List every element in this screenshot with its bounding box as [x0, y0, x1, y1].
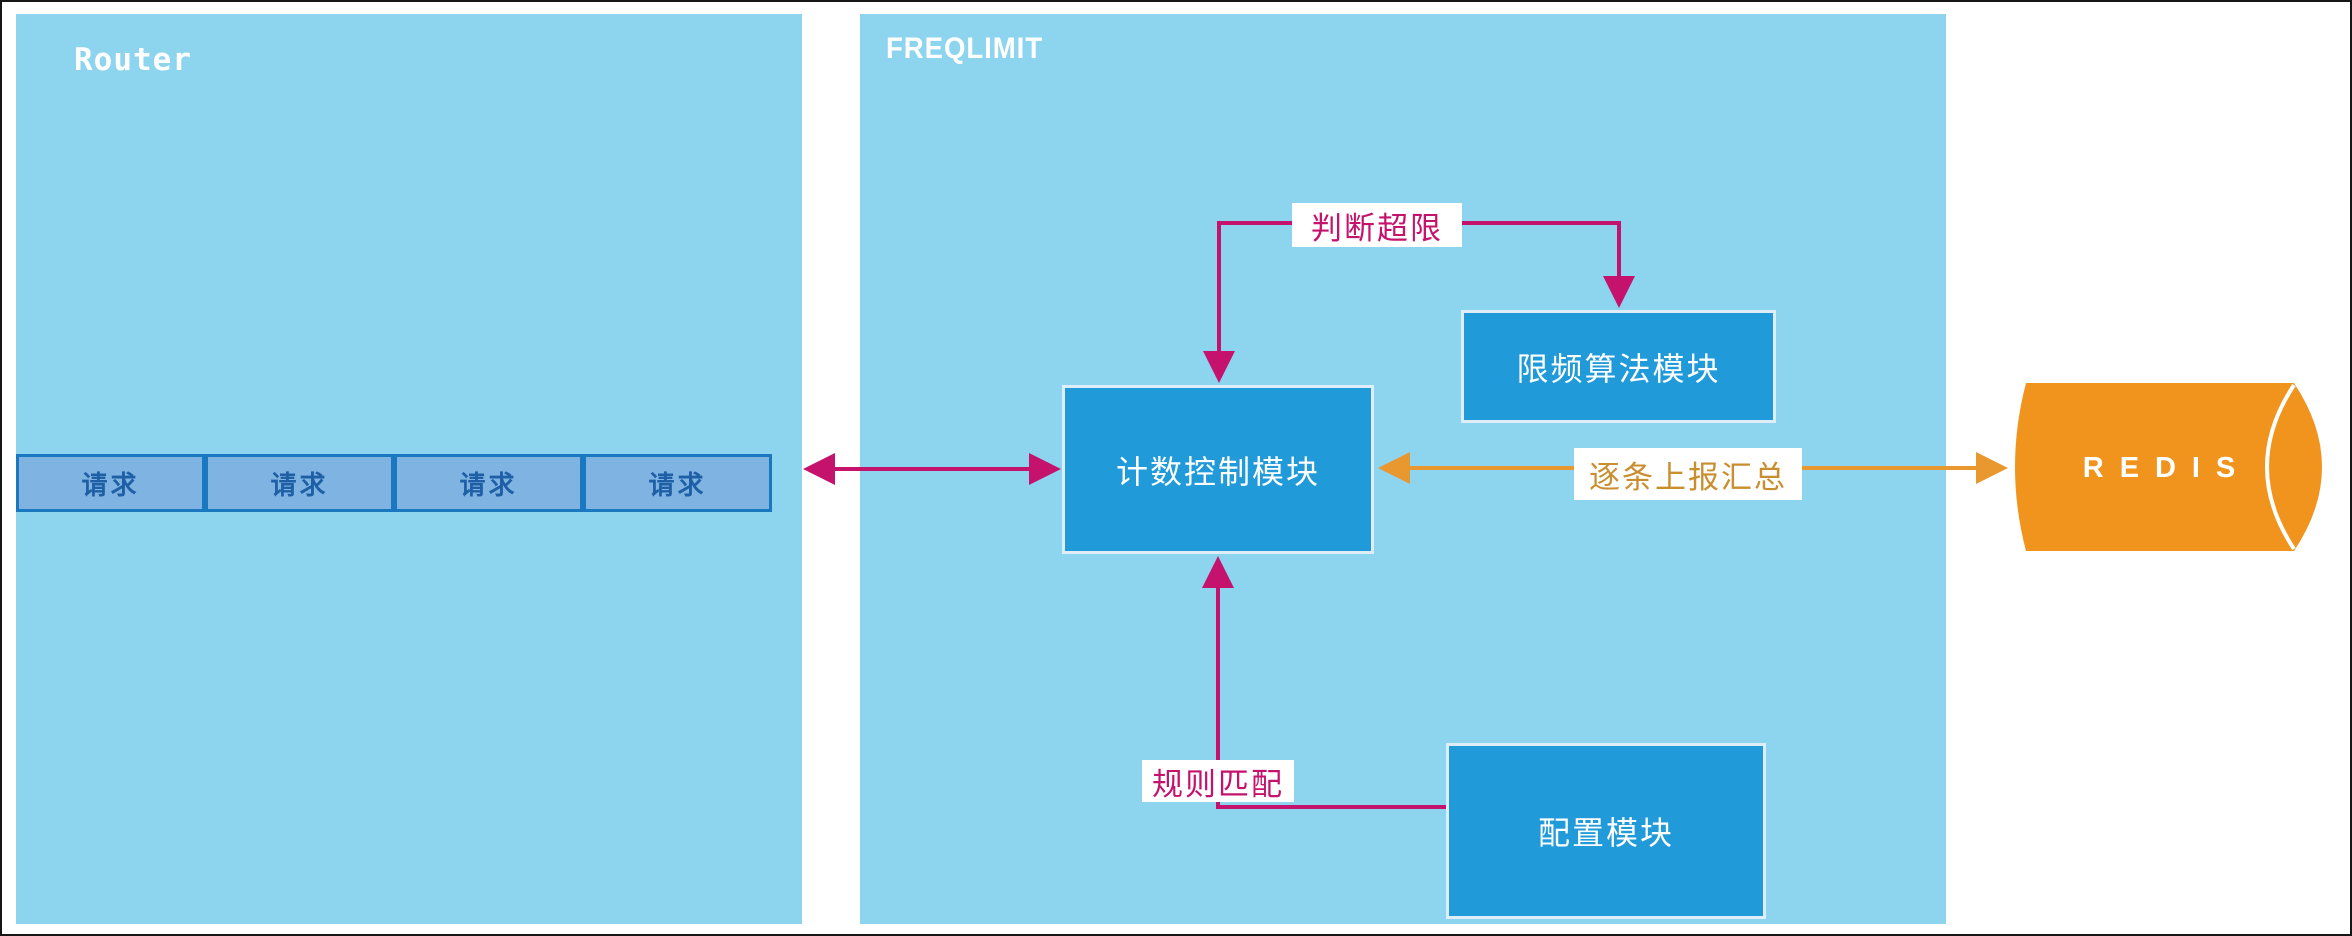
- request-queue: 请求 请求 请求 请求: [16, 454, 772, 512]
- judge-over-limit-label: 判断超限: [1292, 203, 1462, 247]
- redis-label: REDIS: [2082, 452, 2252, 484]
- request-item: 请求: [583, 454, 772, 512]
- freq-algorithm-module-box: 限频算法模块: [1461, 310, 1776, 423]
- request-item: 请求: [394, 454, 583, 512]
- rule-match-label: 规则匹配: [1142, 760, 1294, 802]
- arrowhead-left: [803, 453, 835, 485]
- request-item: 请求: [16, 454, 205, 512]
- config-module-box: 配置模块: [1446, 743, 1766, 919]
- count-control-module-box: 计数控制模块: [1062, 385, 1374, 554]
- router-panel: Router 请求 请求 请求 请求: [16, 14, 802, 924]
- report-summary-label: 逐条上报汇总: [1574, 448, 1802, 500]
- arrowhead-right-redis: [1976, 452, 2008, 484]
- router-panel-title: Router: [74, 42, 192, 78]
- freqlimit-panel-title: FREQLIMIT: [886, 32, 1044, 65]
- request-item: 请求: [205, 454, 394, 512]
